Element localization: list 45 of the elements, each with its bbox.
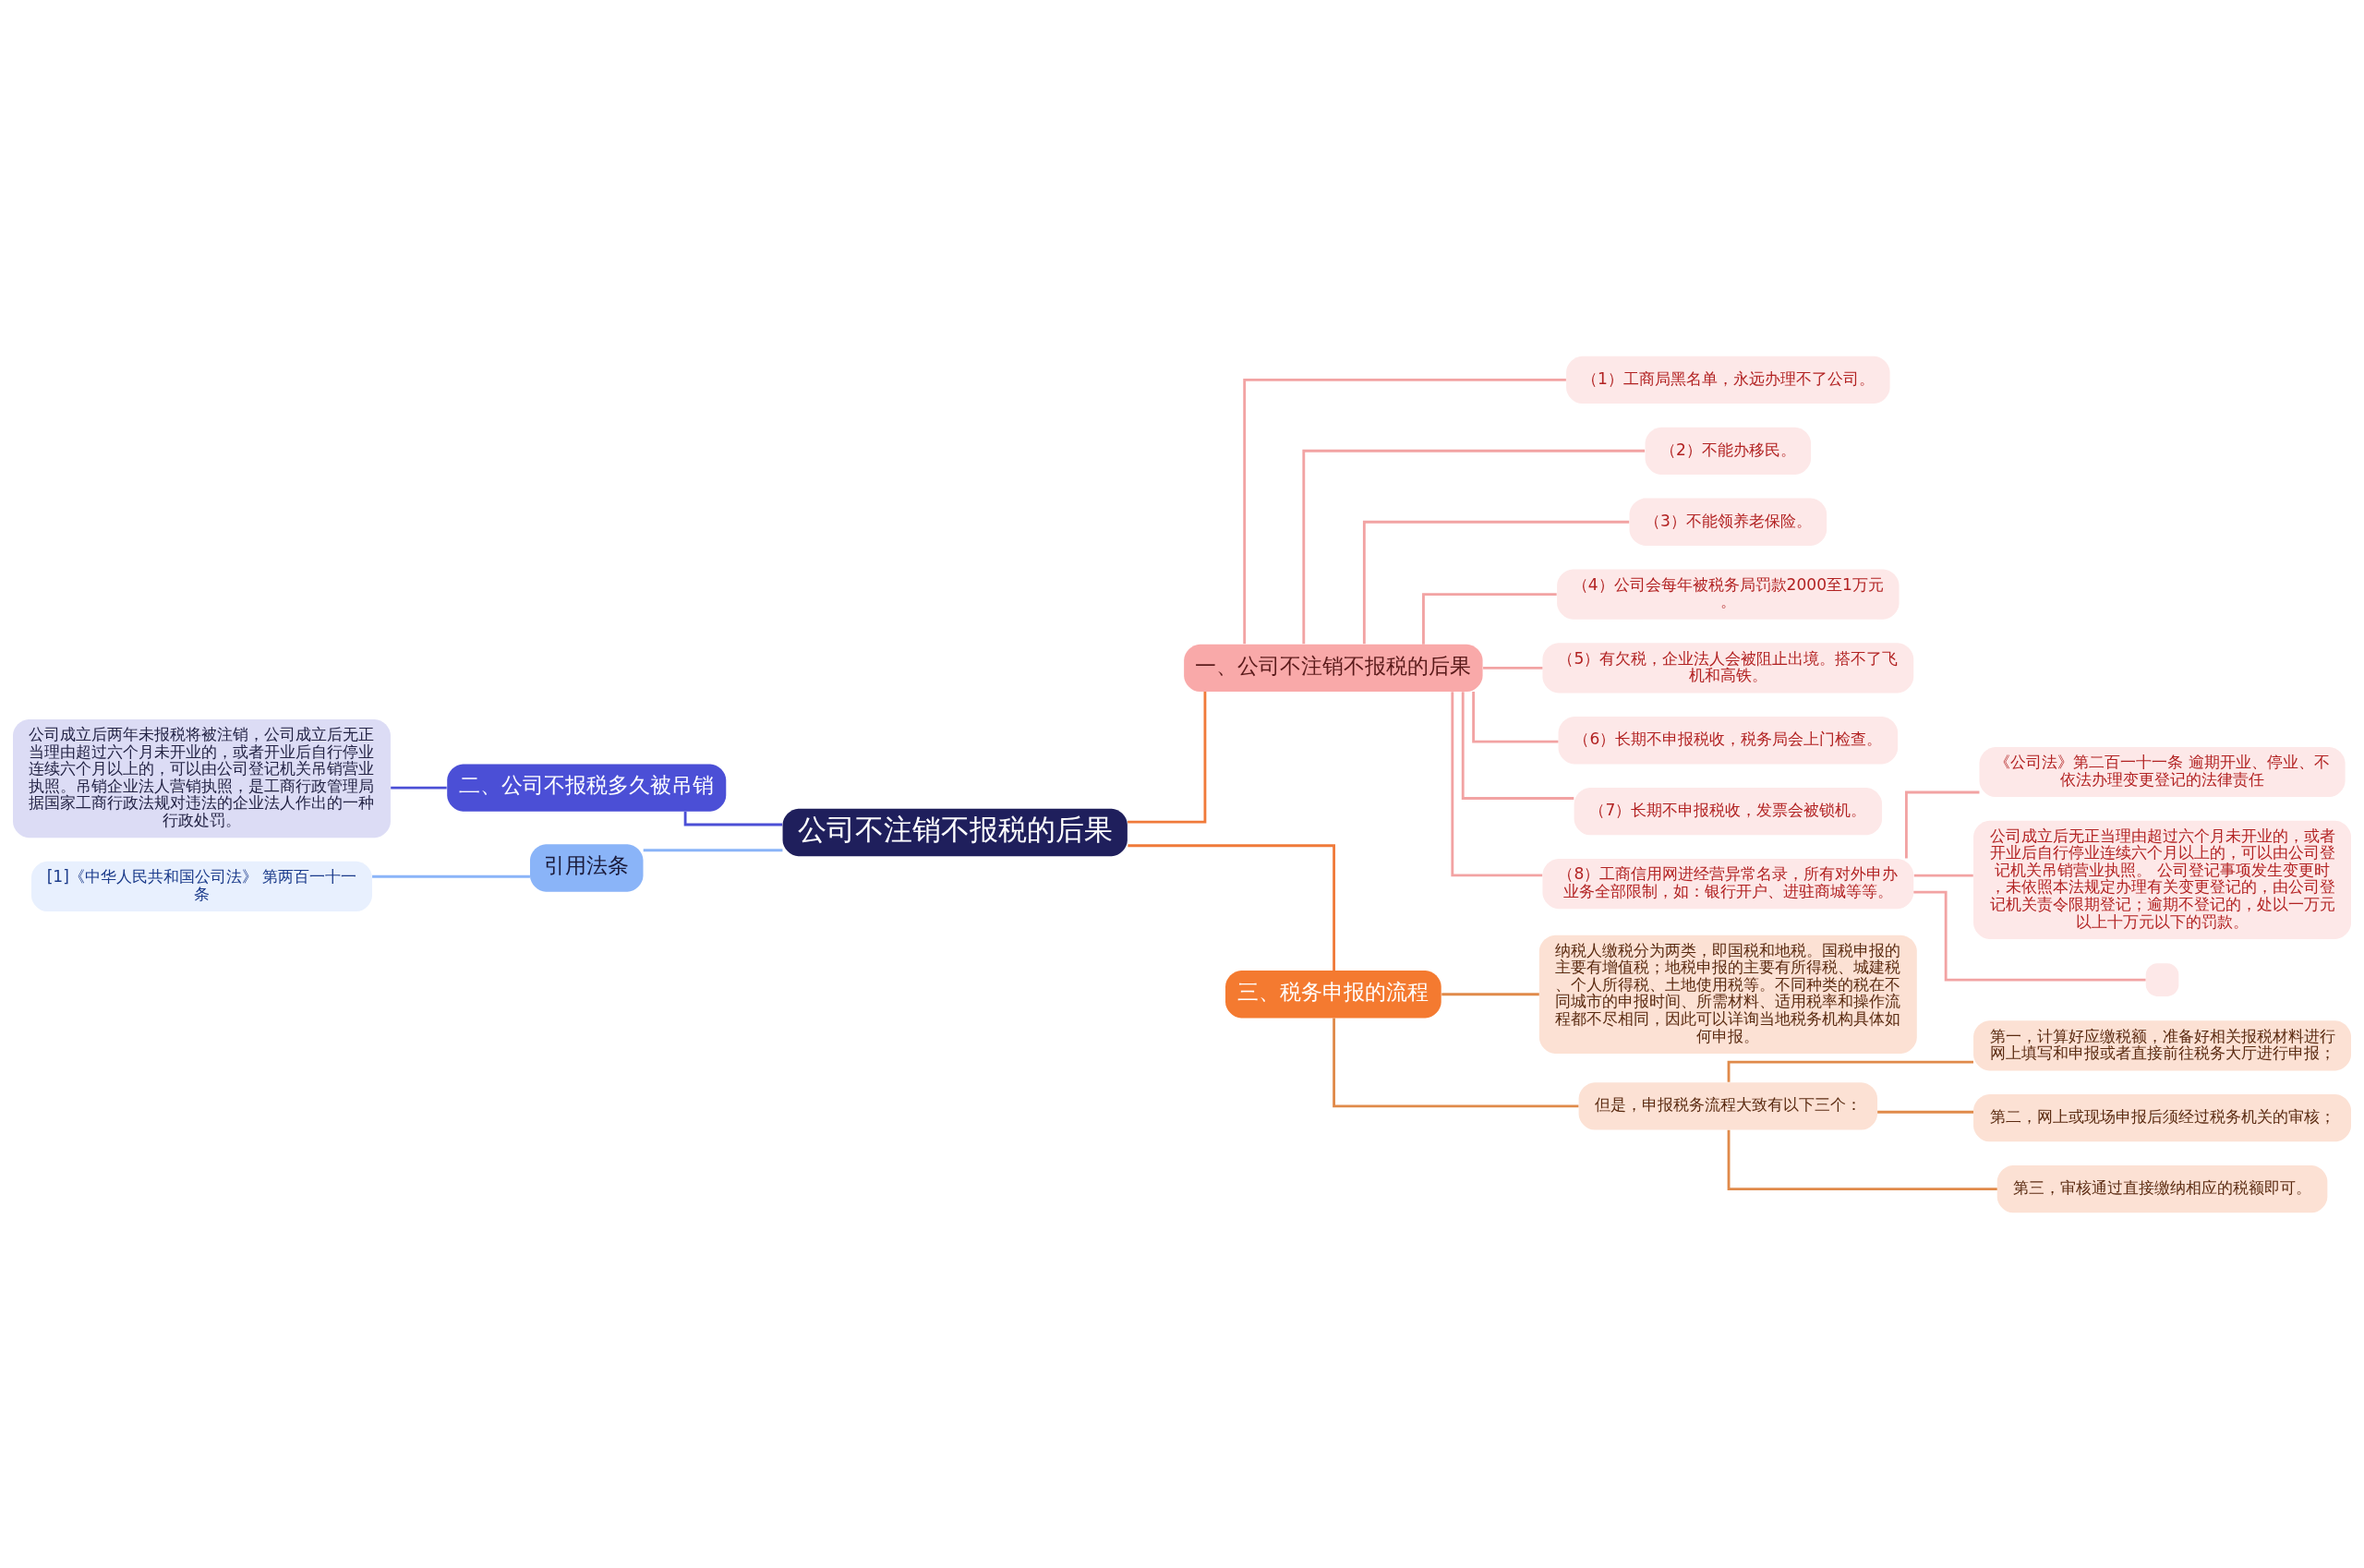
node-box: 公司成立后两年未报税将被注销，公司成立后无正当理由超过六个月未开业的，或者开业后自行停业连续六个月以上的，可以由公司登记机关吊销营业执照。吊销企业法人营销执照，是工商行政管理局据国家工商行政法规对违法的企业法人作出的一种行政处罚。 bbox=[13, 718, 391, 838]
connector bbox=[1128, 843, 1335, 971]
connector bbox=[1913, 874, 1973, 876]
connector bbox=[1727, 1129, 1997, 1190]
node-box: （3）不能领养老保险。 bbox=[1629, 498, 1827, 546]
connector bbox=[391, 786, 447, 789]
node-box: 第三，审核通过直接缴纳相应的税额即可。 bbox=[1996, 1164, 2328, 1212]
connector bbox=[1362, 520, 1630, 644]
connector bbox=[683, 811, 783, 826]
node-box: 一、公司不注销不报税的后果 bbox=[1184, 644, 1483, 692]
node-box: 公司成立后无正当理由超过六个月未开业的，或者开业后自行停业连续六个月以上的，可以由公司登记机关吊销营业执照。 公司登记事项发生变更时，未依照本法规定办理有关变更登记的，由公司登记机关责令限期登记；逾期不登记的，处以一万元以上十万元以下的罚款。 bbox=[1973, 820, 2351, 939]
connector bbox=[1422, 592, 1557, 645]
connector bbox=[1877, 1110, 1974, 1114]
connector bbox=[1302, 449, 1646, 644]
node-box: 但是，申报税务流程大致有以下三个： bbox=[1578, 1081, 1878, 1130]
node-box: （6）长期不申报税收，税务局会上门检查。 bbox=[1558, 716, 1899, 764]
connector bbox=[1483, 666, 1543, 669]
node-box: （5）有欠税，企业法人会被阻止出境。搭不了飞机和高铁。 bbox=[1542, 642, 1914, 693]
connector bbox=[1243, 378, 1566, 644]
connector bbox=[1128, 691, 1207, 824]
connector bbox=[1451, 691, 1543, 876]
connector bbox=[1333, 1017, 1579, 1107]
node-box: （4）公司会每年被税务局罚款2000至1万元。 bbox=[1557, 569, 1900, 620]
node-box: （2）不能办移民。 bbox=[1645, 427, 1812, 475]
connector bbox=[1904, 790, 1980, 858]
node-box: 《公司法》第二百一十一条 逾期开业、停业、不依法办理变更登记的法律责任 bbox=[1979, 746, 2346, 797]
connector bbox=[1913, 890, 2146, 982]
node-box: 二、公司不报税多久被吊销 bbox=[447, 763, 727, 812]
node-box: 第一，计算好应缴税额，准备好相关报税材料进行网上填写和申报或者直接前往税务大厅进行申报； bbox=[1973, 1019, 2351, 1070]
connector bbox=[643, 848, 783, 851]
node-box: （8）工商信用网进经营异常名录，所有对外申办业务全部限制，如：银行开户、进驻商城等等。 bbox=[1542, 858, 1914, 909]
connector bbox=[1472, 691, 1559, 743]
node-box bbox=[2145, 962, 2179, 996]
node-box: 三、税务申报的流程 bbox=[1225, 970, 1441, 1018]
node-box: 公司不注销不报税的后果 bbox=[782, 808, 1128, 856]
node-box: （7）长期不申报税收，发票会被锁机。 bbox=[1574, 787, 1883, 835]
node-box: [1]《中华人民共和国公司法》 第两百一十一条 bbox=[30, 861, 372, 911]
node-box: 纳税人缴税分为两类，即国税和地税。国税申报的主要有增值税；地税申报的主要有所得税、城建税、个人所得税、土地使用税等。不同种类的税在不同城市的申报时间、所需材料、适用税率和操作流程都不尽相同，因此可以详询当地税务机构具体如何申报。 bbox=[1538, 935, 1917, 1054]
connector bbox=[1727, 1060, 1973, 1082]
node-box: （1）工商局黑名单，永远办理不了公司。 bbox=[1566, 356, 1890, 404]
node-box: 第二，网上或现场申报后须经过税务机关的审核； bbox=[1973, 1093, 2351, 1141]
connector bbox=[372, 874, 530, 878]
connector bbox=[1461, 691, 1574, 800]
connector bbox=[1441, 992, 1539, 995]
node-box: 引用法条 bbox=[529, 843, 644, 892]
